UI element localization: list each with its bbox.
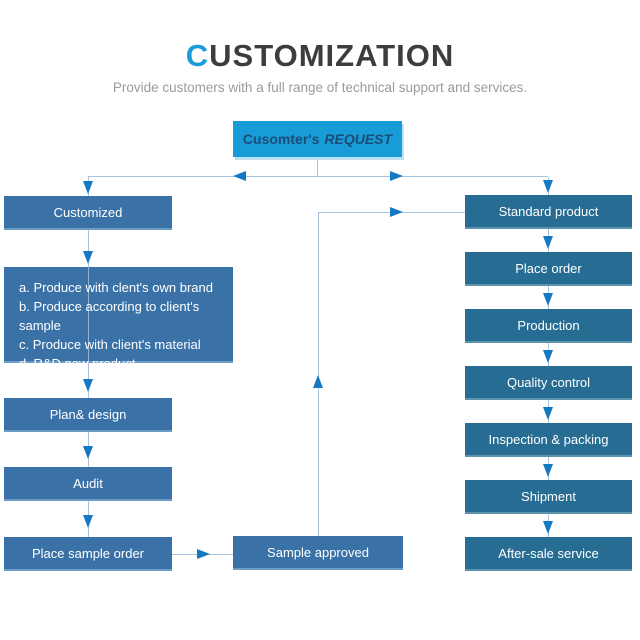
flow-box-quality-control: Quality control bbox=[465, 366, 632, 400]
flow-box-sample-approved: Sample approved bbox=[233, 536, 403, 570]
arrow-right-into-sample-approved-icon bbox=[197, 549, 210, 559]
connector-top-horizontal bbox=[88, 176, 548, 177]
arrow-right-to-standard-branch-icon bbox=[390, 171, 403, 181]
arrow-down-into-standard-icon bbox=[543, 180, 553, 193]
option-item-d: d. R&D new product bbox=[19, 356, 136, 371]
arrow-down-into-quality-icon bbox=[543, 350, 553, 363]
flow-box-customized: Customized bbox=[4, 196, 172, 230]
flow-box-production: Production bbox=[465, 309, 632, 343]
arrow-right-sample-to-standard-icon bbox=[390, 207, 403, 217]
flow-box-standard-product: Standard product bbox=[465, 195, 632, 229]
flow-box-custom-options: a. Produce with clent's own brand b. Pro… bbox=[4, 267, 233, 371]
arrow-down-into-place-sample-icon bbox=[83, 515, 93, 528]
page-subtitle: Provide customers with a full range of t… bbox=[112, 80, 528, 95]
request-label-italic: REQUEST bbox=[324, 131, 393, 147]
arrow-down-into-plan-icon bbox=[83, 379, 93, 392]
option-item-b: b. Produce according to client's sample bbox=[19, 299, 200, 333]
title-accent-letter: C bbox=[185, 38, 210, 73]
flow-box-plan-design: Plan& design bbox=[4, 398, 172, 432]
option-item-a: a. Produce with clent's own brand bbox=[19, 280, 213, 295]
option-item-c: c. Produce with client's material bbox=[19, 337, 201, 352]
page-title: CUSTOMIZATION bbox=[0, 38, 640, 74]
arrow-down-into-options-icon bbox=[83, 251, 93, 264]
arrow-down-into-customized-icon bbox=[83, 181, 93, 194]
connector-request-down bbox=[317, 157, 318, 176]
connector-through-options bbox=[88, 267, 89, 363]
flow-box-customer-request: Cusomter's REQUEST bbox=[233, 121, 402, 157]
connector-customized-options bbox=[88, 230, 89, 267]
connector-sample-up bbox=[318, 213, 319, 536]
arrow-down-into-aftersale-icon bbox=[543, 521, 553, 534]
arrow-down-into-shipment-icon bbox=[543, 464, 553, 477]
flow-box-shipment: Shipment bbox=[465, 480, 632, 514]
arrow-down-into-audit-icon bbox=[83, 446, 93, 459]
flow-box-inspection-packing: Inspection & packing bbox=[465, 423, 632, 457]
arrow-left-to-customized-branch-icon bbox=[233, 171, 246, 181]
flow-box-place-order: Place order bbox=[465, 252, 632, 286]
arrow-down-into-inspection-icon bbox=[543, 407, 553, 420]
request-label-bold: Cusomter's bbox=[242, 131, 320, 147]
arrow-up-sample-approved-icon bbox=[313, 375, 323, 388]
title-rest: USTOMIZATION bbox=[209, 38, 455, 73]
flow-box-audit: Audit bbox=[4, 467, 172, 501]
arrow-down-into-production-icon bbox=[543, 293, 553, 306]
flow-box-after-sale-service: After-sale service bbox=[465, 537, 632, 571]
flow-box-place-sample-order: Place sample order bbox=[4, 537, 172, 571]
arrow-down-into-place-order-icon bbox=[543, 236, 553, 249]
